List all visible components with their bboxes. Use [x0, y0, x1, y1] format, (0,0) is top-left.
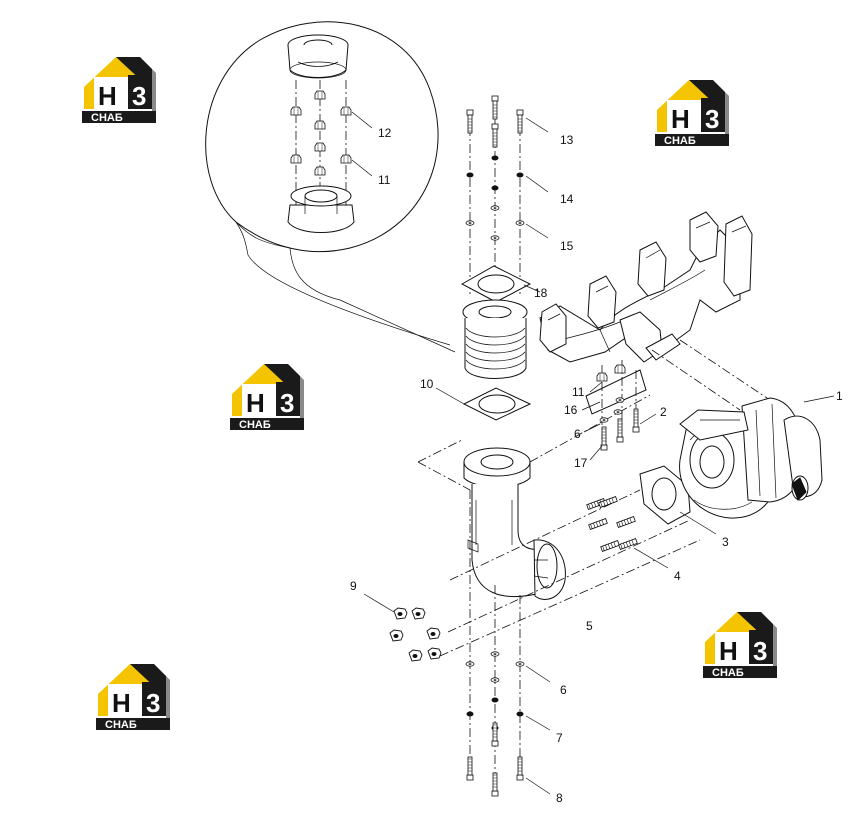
callout-13: 13: [560, 133, 574, 147]
callout-5: 5: [586, 619, 593, 633]
callout-1: 1: [836, 389, 843, 403]
watermark-logo: H 3 СНАБ: [230, 364, 304, 431]
logo-brand-text: СНАБ: [664, 135, 696, 147]
logo-letter-h: H: [671, 104, 690, 134]
callout-16: 16: [564, 403, 578, 417]
logo-letter-h: H: [112, 688, 131, 718]
callout-6: 6: [574, 427, 581, 441]
fastener-stack-top: [465, 95, 549, 295]
flange-lower-detail: [287, 185, 355, 233]
callout-7: 7: [556, 731, 563, 745]
callout-18: 18: [534, 286, 548, 300]
callout-9: 9: [350, 579, 357, 593]
watermark-logo: H 3 СНАБ: [655, 80, 729, 147]
logo-digit: 3: [280, 388, 294, 418]
callout-8: 8: [556, 791, 563, 805]
stud-group: [586, 496, 669, 569]
turbocharger: [651, 339, 835, 519]
logo-digit: 3: [132, 81, 146, 111]
callout-11: 11: [378, 173, 391, 187]
logo-digit: 3: [146, 688, 160, 718]
exhaust-manifold: [539, 211, 753, 363]
logo-digit: 3: [753, 636, 767, 666]
callout-3: 3: [722, 535, 729, 549]
watermark-logo: H 3 СНАБ: [703, 612, 777, 679]
logo-brand-text: СНАБ: [91, 112, 123, 124]
logo-brand-text: СНАБ: [712, 667, 744, 679]
callout-14: 14: [560, 192, 574, 206]
logo-letter-h: H: [719, 636, 738, 666]
logo-digit: 3: [705, 104, 719, 134]
gasket-upper: [460, 265, 541, 303]
nut-group: [363, 593, 442, 662]
mounting-bracket: [581, 360, 657, 461]
detail-view-bubble: [205, 21, 456, 353]
callout-15: 15: [560, 239, 574, 253]
watermark-logo: H 3 СНАБ: [82, 57, 156, 124]
callout-labels: 1 2 3 4 5 6 6 7 8 9 10 11 11 12 13 14 15…: [350, 126, 843, 805]
logo-letter-h: H: [246, 388, 265, 418]
fastener-stack-bottom: [465, 490, 551, 797]
callout-10: 10: [420, 377, 434, 391]
callout-12: 12: [378, 126, 392, 140]
callout-2: 2: [660, 405, 667, 419]
callout-6: 6: [560, 683, 567, 697]
flange-upper-detail: [287, 34, 349, 79]
logo-brand-text: СНАБ: [239, 419, 271, 431]
turbo-gasket: [639, 465, 717, 535]
callout-17: 17: [574, 456, 588, 470]
gasket-lower: [435, 387, 532, 421]
callout-4: 4: [674, 569, 681, 583]
watermark-logo: H 3 СНАБ: [96, 664, 170, 731]
flexible-bellows: [462, 299, 528, 379]
logo-brand-text: СНАБ: [105, 719, 137, 731]
exhaust-elbow-pipe: [417, 394, 651, 600]
callout-11: 11: [572, 385, 585, 399]
logo-letter-h: H: [98, 81, 117, 111]
